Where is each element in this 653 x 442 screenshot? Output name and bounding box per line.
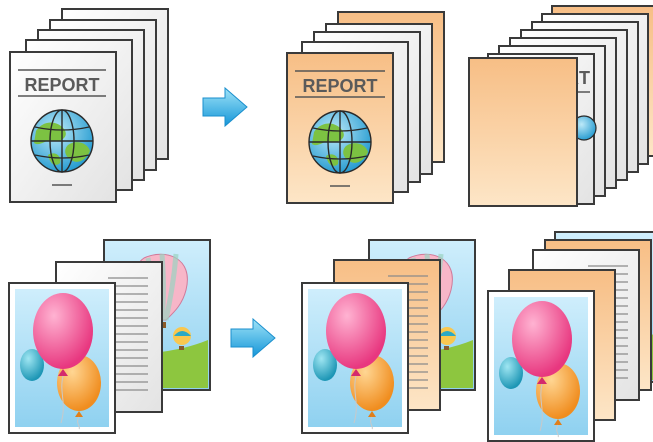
right-arrow-icon (230, 318, 276, 358)
right-arrow-icon (202, 87, 248, 127)
globe-icon (30, 109, 94, 173)
report-stack-original: REPORT (9, 8, 169, 203)
balloon-icon (301, 282, 409, 434)
photo-stack-original (8, 240, 210, 434)
tinted-report-cover-title: REPORT (302, 76, 377, 96)
report-cover-title: REPORT (24, 75, 99, 95)
report-stack-tinted-cover: REPORT (286, 11, 445, 204)
balloon-icon (487, 290, 595, 442)
photo-stack-tinted (301, 240, 475, 434)
photo-stack-interleaved (487, 232, 653, 442)
report-cover-page: REPORT (9, 51, 117, 203)
balloon-icon (8, 282, 116, 434)
globe-icon (308, 110, 372, 174)
tinted-report-cover-page: REPORT (286, 52, 394, 204)
blank-tinted-cover-page (468, 57, 578, 207)
report-stack-blank-cover: RT (468, 5, 653, 207)
